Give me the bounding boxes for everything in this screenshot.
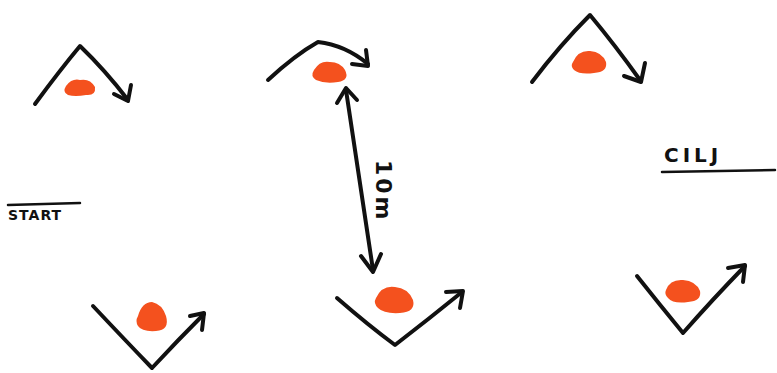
arrowhead: [728, 265, 745, 282]
arrowhead: [446, 291, 463, 308]
arrowhead: [352, 50, 368, 66]
blob: [137, 302, 167, 331]
arrowhead: [114, 85, 131, 101]
overline: [8, 203, 80, 205]
caret-down: [637, 266, 745, 333]
blob: [665, 280, 700, 303]
underline: [662, 170, 775, 172]
note-label: CILJ: [664, 143, 722, 167]
note-label: START: [8, 207, 62, 223]
arrowhead: [624, 63, 645, 82]
dimension-label: 10m: [371, 160, 396, 223]
arrowhead: [190, 313, 204, 330]
blob: [572, 51, 607, 74]
arrowhead: [337, 88, 357, 103]
blob: [375, 287, 414, 313]
blob: [312, 62, 346, 83]
caret-up: [532, 15, 640, 82]
arrowhead: [361, 254, 381, 272]
blob: [64, 80, 95, 96]
dimension-line: [346, 90, 373, 270]
